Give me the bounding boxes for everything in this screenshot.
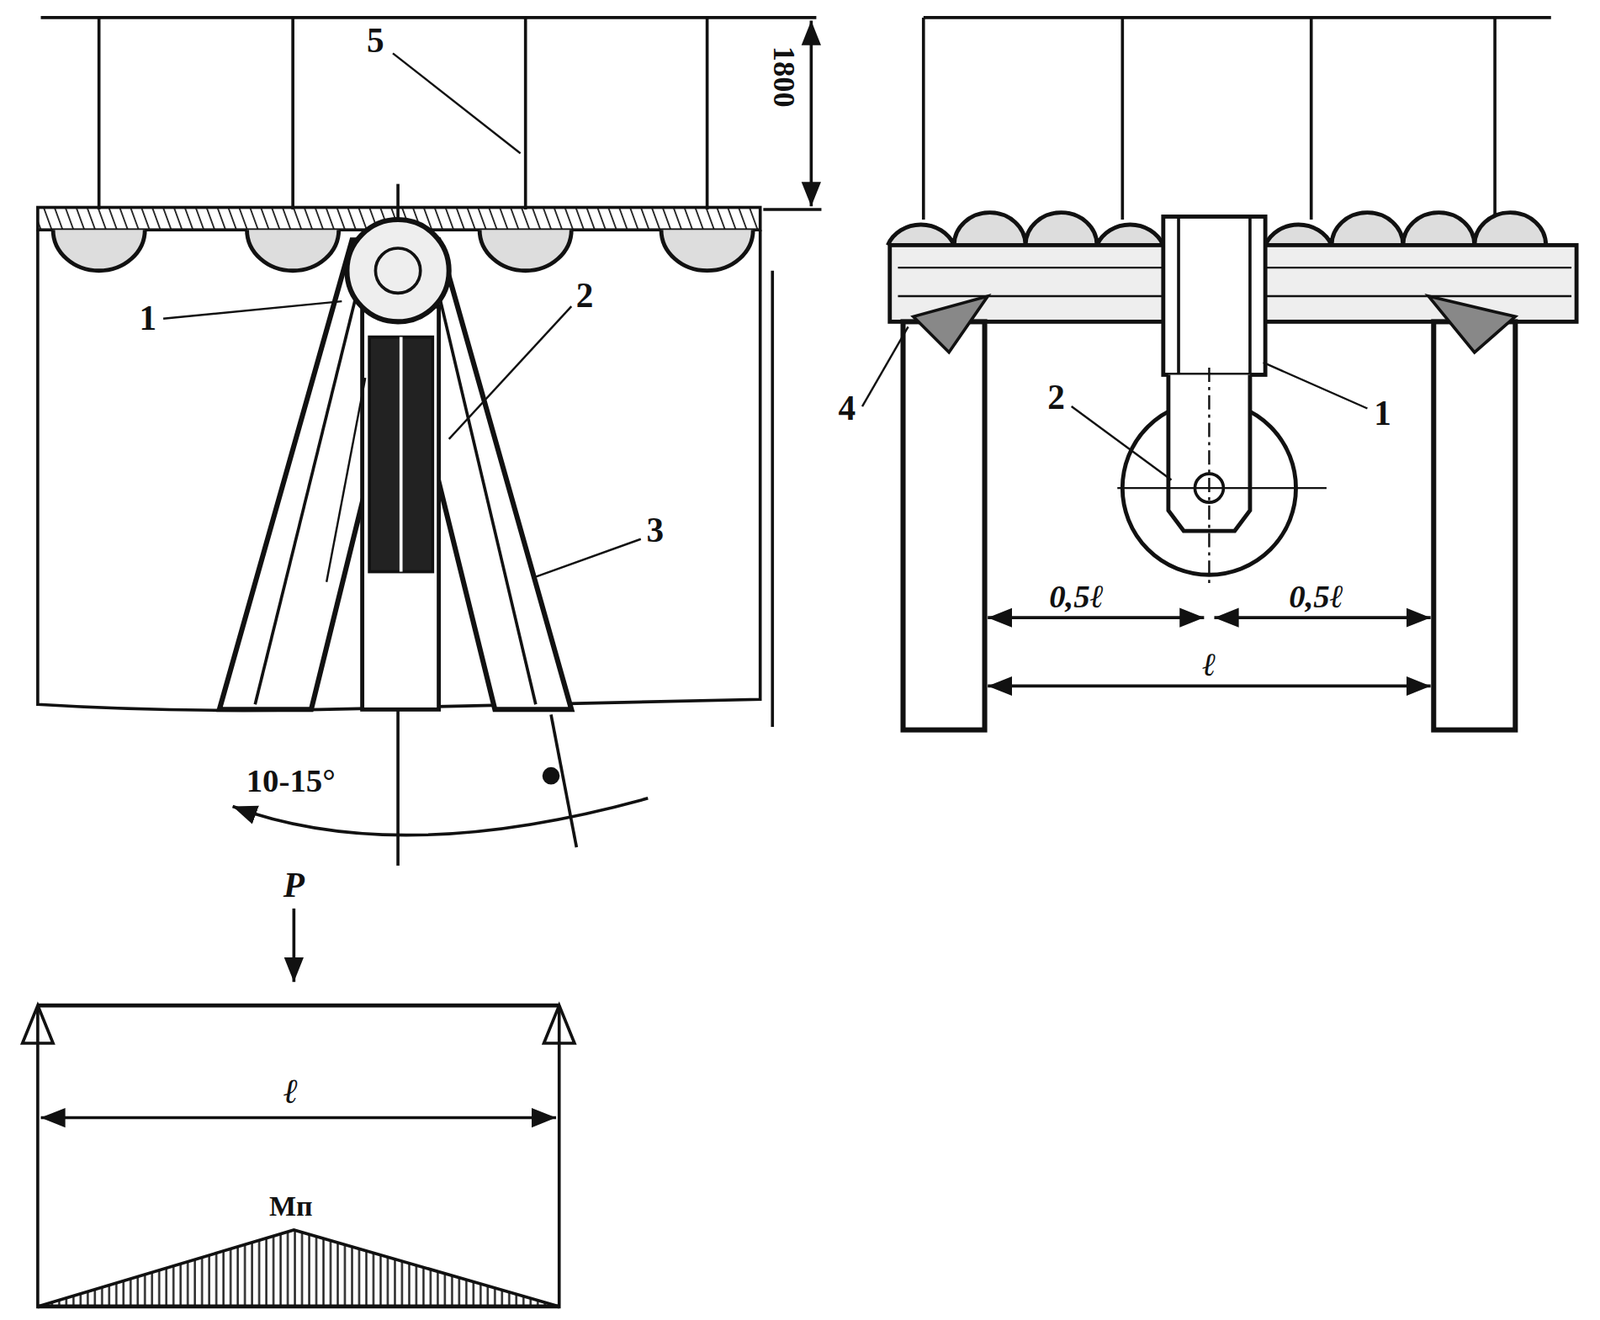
dimension-label: 0,5ℓ: [1046, 579, 1107, 615]
callout-number: 5: [364, 22, 387, 59]
dimension-label: 0,5ℓ: [1286, 579, 1346, 615]
moment-label: Мп: [266, 1191, 316, 1222]
force-label: P: [280, 867, 308, 904]
dimension-label: ℓ: [280, 1073, 302, 1110]
callout-number: 4: [835, 390, 859, 427]
callout-number: 1: [137, 300, 160, 337]
callout-number: 2: [573, 277, 597, 314]
callout-number: 3: [643, 512, 667, 549]
dimension-label: ℓ: [1199, 647, 1219, 683]
callout-number: 1: [1371, 395, 1394, 432]
callout-number: 2: [1044, 379, 1068, 416]
angle-label: 10-15°: [243, 763, 339, 799]
dimension-label: 1800: [767, 43, 800, 111]
